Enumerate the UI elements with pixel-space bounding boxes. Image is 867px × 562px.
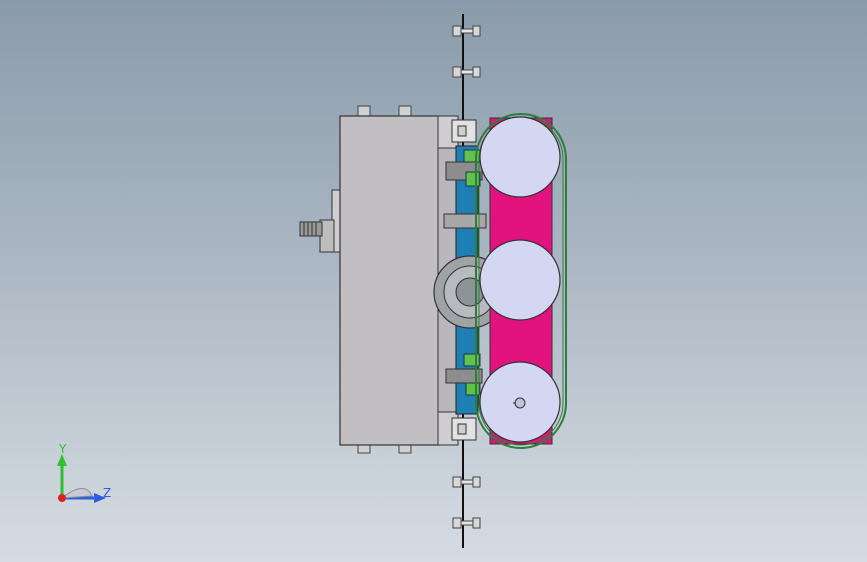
z-axis-label: Z — [103, 486, 112, 500]
top-roller[interactable] — [479, 116, 561, 198]
middle-roller[interactable] — [479, 239, 561, 321]
conveyor-belt — [475, 113, 567, 449]
y-axis-head — [57, 454, 67, 466]
housing-nut-bottom — [357, 444, 412, 454]
motor-housing[interactable] — [339, 115, 441, 446]
z-axis-head — [94, 493, 106, 503]
green-bracket-top-2 — [465, 171, 481, 187]
bolt-top-1 — [452, 25, 481, 37]
green-bracket-bottom — [463, 353, 481, 367]
y-axis-label: Y — [59, 442, 67, 456]
drive-gear — [433, 255, 507, 329]
x-axis-dot — [58, 494, 66, 502]
green-bracket-top — [463, 149, 481, 163]
bolt-top-2 — [452, 66, 481, 78]
housing-nut-top — [357, 105, 412, 117]
axis-triad — [57, 454, 106, 503]
bolt-bottom-1 — [452, 476, 481, 488]
corner-bracket-top — [451, 119, 477, 143]
green-bracket-bottom-2 — [465, 382, 481, 396]
bolt-bottom-2 — [452, 517, 481, 529]
triad-plane — [60, 488, 93, 499]
side-connector — [299, 189, 343, 253]
gray-block-mid — [443, 213, 487, 229]
bottom-roller-axle — [514, 397, 526, 409]
corner-bracket-bottom — [451, 417, 477, 441]
gray-block-bottom — [445, 368, 483, 384]
